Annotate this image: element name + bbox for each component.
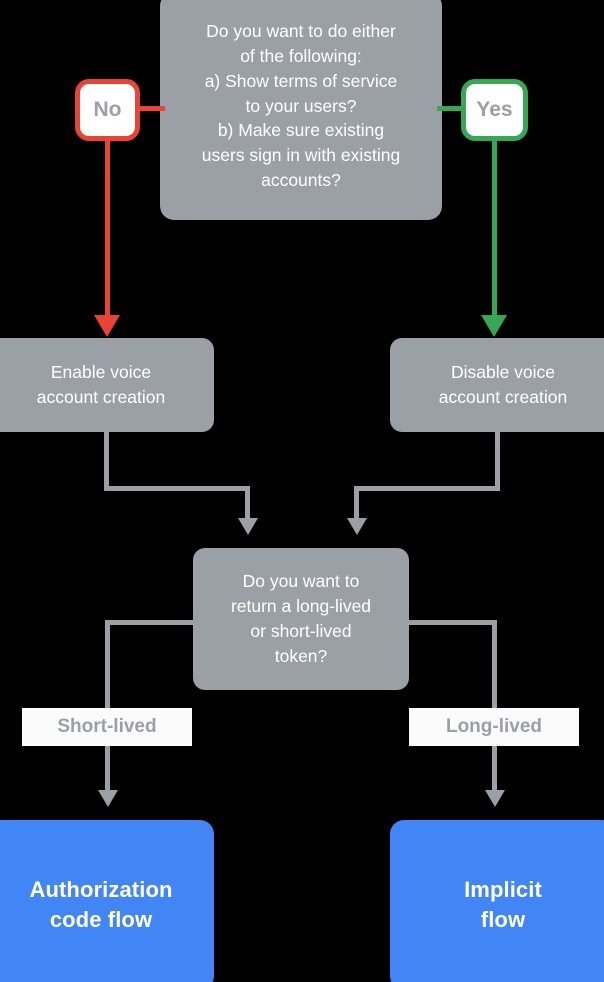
edge-label-long-lived: Long-lived — [409, 708, 579, 746]
arrowhead-disable-to-token — [347, 518, 367, 535]
badge-no-label: No — [93, 98, 122, 121]
node-authorization-code-flow-label: Authorization code flow — [29, 877, 173, 932]
node-authorization-code-flow[interactable]: Authorization code flow — [0, 820, 214, 982]
node-disable-voice-label: Disable voice account creation — [438, 362, 568, 407]
arrowhead-token-to-authcode — [98, 790, 118, 807]
node-question-terms-label: Do you want to do either of the followin… — [201, 21, 401, 191]
node-question-token-label: Do you want to return a long-lived or sh… — [230, 571, 372, 666]
connector-token-left — [105, 620, 198, 625]
node-implicit-flow[interactable]: Implicit flow — [390, 820, 604, 982]
connector-disable-down — [495, 432, 500, 491]
connector-enable-down — [104, 432, 109, 491]
badge-no[interactable]: No — [75, 79, 140, 141]
connector-yes-to-disable — [492, 139, 497, 319]
connector-disable-into-token — [354, 486, 359, 522]
connector-disable-left — [354, 486, 500, 491]
badge-yes-label: Yes — [476, 98, 513, 121]
arrowhead-token-to-implicit — [485, 790, 505, 807]
node-enable-voice-label: Enable voice account creation — [36, 362, 166, 407]
node-enable-voice[interactable]: Enable voice account creation — [0, 338, 214, 432]
node-disable-voice[interactable]: Disable voice account creation — [390, 338, 604, 432]
badge-yes[interactable]: Yes — [461, 79, 528, 141]
connector-no-to-enable — [105, 139, 110, 319]
connector-enable-right — [104, 486, 250, 491]
arrowhead-enable-to-token — [238, 518, 258, 535]
edge-label-short-lived-text: Short-lived — [57, 716, 157, 737]
node-implicit-flow-label: Implicit flow — [464, 877, 542, 932]
arrowhead-no-to-enable — [94, 315, 120, 337]
connector-terms-to-yes — [437, 106, 465, 111]
connector-enable-into-token — [245, 486, 250, 522]
node-question-token[interactable]: Do you want to return a long-lived or sh… — [193, 548, 409, 690]
edge-label-long-lived-text: Long-lived — [445, 716, 543, 737]
node-question-terms[interactable]: Do you want to do either of the followin… — [160, 0, 442, 220]
connector-token-right — [404, 620, 497, 625]
connector-terms-to-no — [139, 106, 165, 111]
arrowhead-yes-to-disable — [481, 315, 507, 337]
edge-label-short-lived: Short-lived — [22, 708, 192, 746]
